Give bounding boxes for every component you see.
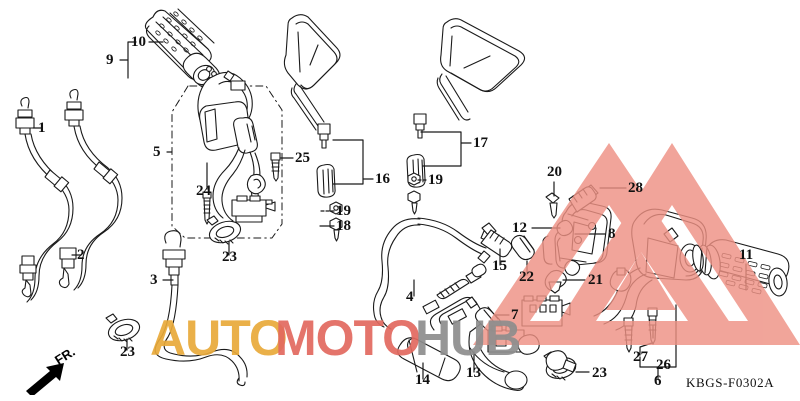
callout-15: 15 xyxy=(492,258,507,274)
callout-23-a: 23 xyxy=(120,344,135,360)
callout-10: 10 xyxy=(131,34,146,50)
mirror-left xyxy=(283,14,343,242)
callout-12: 12 xyxy=(512,220,527,236)
callout-20: 20 xyxy=(547,164,562,180)
callout-22: 22 xyxy=(519,269,534,285)
callout-17: 17 xyxy=(473,135,488,151)
callout-11: 11 xyxy=(739,247,754,263)
callout-13: 13 xyxy=(466,365,481,381)
callout-16: 16 xyxy=(375,171,390,187)
callout-9: 9 xyxy=(106,52,114,68)
throttle-cable-b xyxy=(58,88,123,291)
front-direction-arrow xyxy=(26,363,64,395)
callout-2: 2 xyxy=(77,247,85,263)
mirror-right xyxy=(406,18,526,215)
callout-8: 8 xyxy=(608,226,616,242)
callout-1: 1 xyxy=(38,120,46,136)
bolt-25 xyxy=(270,152,281,182)
callout-28: 28 xyxy=(628,180,643,196)
callout-7: 7 xyxy=(511,307,519,323)
clamp-23-b xyxy=(206,215,242,245)
grip-boot-14 xyxy=(397,337,461,382)
left-grip-assembly xyxy=(144,8,221,89)
callout-3: 3 xyxy=(150,272,158,288)
callout-6: 6 xyxy=(654,373,662,389)
screw-24 xyxy=(202,191,212,225)
callout-26: 26 xyxy=(656,357,671,373)
callout-14: 14 xyxy=(415,372,430,388)
callout-23-c: 23 xyxy=(592,365,607,381)
callout-24: 24 xyxy=(196,183,211,199)
callout-5: 5 xyxy=(153,144,161,160)
callout-19: 19 xyxy=(336,203,351,219)
diagram-code: KBGS-F0302A xyxy=(686,375,775,390)
choke-cable xyxy=(154,230,248,387)
left-handlebar-switch xyxy=(197,70,276,223)
callout-25: 25 xyxy=(295,150,310,166)
clamp-23-a xyxy=(105,313,141,343)
group-5-boundary xyxy=(171,85,283,239)
callout-23-b: 23 xyxy=(222,249,237,265)
callout-18: 18 xyxy=(336,218,351,234)
callout-27: 27 xyxy=(633,349,648,365)
nut-21 xyxy=(544,269,567,294)
callout-21: 21 xyxy=(588,272,603,288)
bolt-20 xyxy=(545,192,560,219)
washer-22 xyxy=(510,234,535,261)
callout-19-right: 19 xyxy=(428,172,443,188)
callout-4: 4 xyxy=(406,289,414,305)
throttle-cable-a xyxy=(15,96,74,303)
screw-27 xyxy=(623,317,634,353)
